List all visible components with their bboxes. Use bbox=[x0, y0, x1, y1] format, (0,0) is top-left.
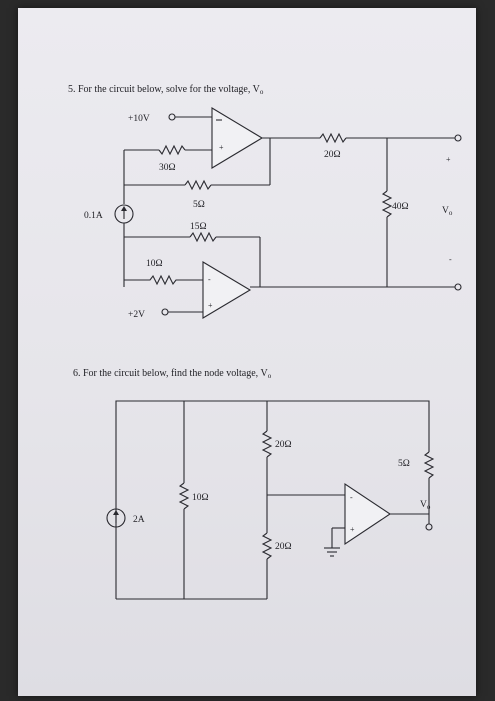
resistor-10-p6-label: 10Ω bbox=[192, 493, 209, 503]
opamp-p6-minus: - bbox=[350, 493, 353, 502]
opamp-p6 bbox=[344, 482, 391, 546]
opamp-top bbox=[211, 107, 264, 169]
resistor-5-top bbox=[184, 179, 212, 191]
source-2v-terminal bbox=[161, 308, 169, 316]
resistor-20-top-p6 bbox=[261, 430, 273, 458]
current-source-label: 0.1A bbox=[84, 211, 103, 221]
ground-symbol bbox=[324, 547, 340, 557]
resistor-15-label: 15Ω bbox=[190, 222, 207, 232]
resistor-20-bottom-label: 20Ω bbox=[275, 542, 292, 552]
worksheet-page: 5. For the circuit below, solve for the … bbox=[18, 8, 476, 696]
resistor-40 bbox=[381, 190, 393, 218]
resistor-20-bottom-p6 bbox=[261, 532, 273, 560]
output-minus: - bbox=[449, 255, 452, 264]
worksheet-drawing: 5. For the circuit below, solve for the … bbox=[68, 84, 462, 600]
output-vo-p6-label: Vo bbox=[420, 500, 431, 511]
output-terminal-bottom bbox=[454, 283, 462, 291]
current-source-2a bbox=[106, 508, 126, 528]
resistor-30-label: 30Ω bbox=[159, 163, 176, 173]
opamp-bottom-plus: + bbox=[208, 301, 213, 310]
resistor-5-p6-label: 5Ω bbox=[398, 459, 410, 469]
resistor-10 bbox=[124, 274, 203, 286]
output-plus: + bbox=[446, 155, 451, 164]
current-source-2a-label: 2A bbox=[133, 515, 145, 525]
output-terminal-top bbox=[454, 134, 462, 142]
opamp-p6-plus: + bbox=[350, 525, 355, 534]
source-2v-label: +2V bbox=[128, 310, 145, 320]
resistor-5-label: 5Ω bbox=[193, 200, 205, 210]
resistor-10-p6 bbox=[178, 482, 190, 510]
resistor-20-top-label: 20Ω bbox=[275, 440, 292, 450]
opamp-top-plus: + bbox=[219, 143, 224, 152]
resistor-15 bbox=[189, 231, 217, 243]
resistor-40-label: 40Ω bbox=[392, 202, 409, 212]
resistor-5-p6 bbox=[423, 451, 435, 479]
problem6-question: 6. For the circuit below, find the node … bbox=[73, 368, 272, 380]
resistor-20-top bbox=[319, 132, 347, 144]
problem6-circuit: 2A 10Ω 20Ω 20Ω - + 5Ω bbox=[106, 400, 435, 600]
opamp-bottom bbox=[202, 261, 252, 319]
resistor-10-label: 10Ω bbox=[146, 259, 163, 269]
output-vo-label: Vo bbox=[442, 206, 453, 217]
resistor-30 bbox=[158, 144, 186, 156]
source-10v-terminal bbox=[168, 113, 176, 121]
resistor-20-label: 20Ω bbox=[324, 150, 341, 160]
output-terminal-p6 bbox=[425, 523, 433, 531]
problem5-question: 5. For the circuit below, solve for the … bbox=[68, 84, 264, 96]
problem5-circuit: +10V + 20Ω + 40Ω Vo - 30Ω 5Ω bbox=[84, 107, 462, 320]
source-10v-label: +10V bbox=[128, 114, 150, 124]
opamp-bottom-minus: - bbox=[208, 275, 211, 284]
